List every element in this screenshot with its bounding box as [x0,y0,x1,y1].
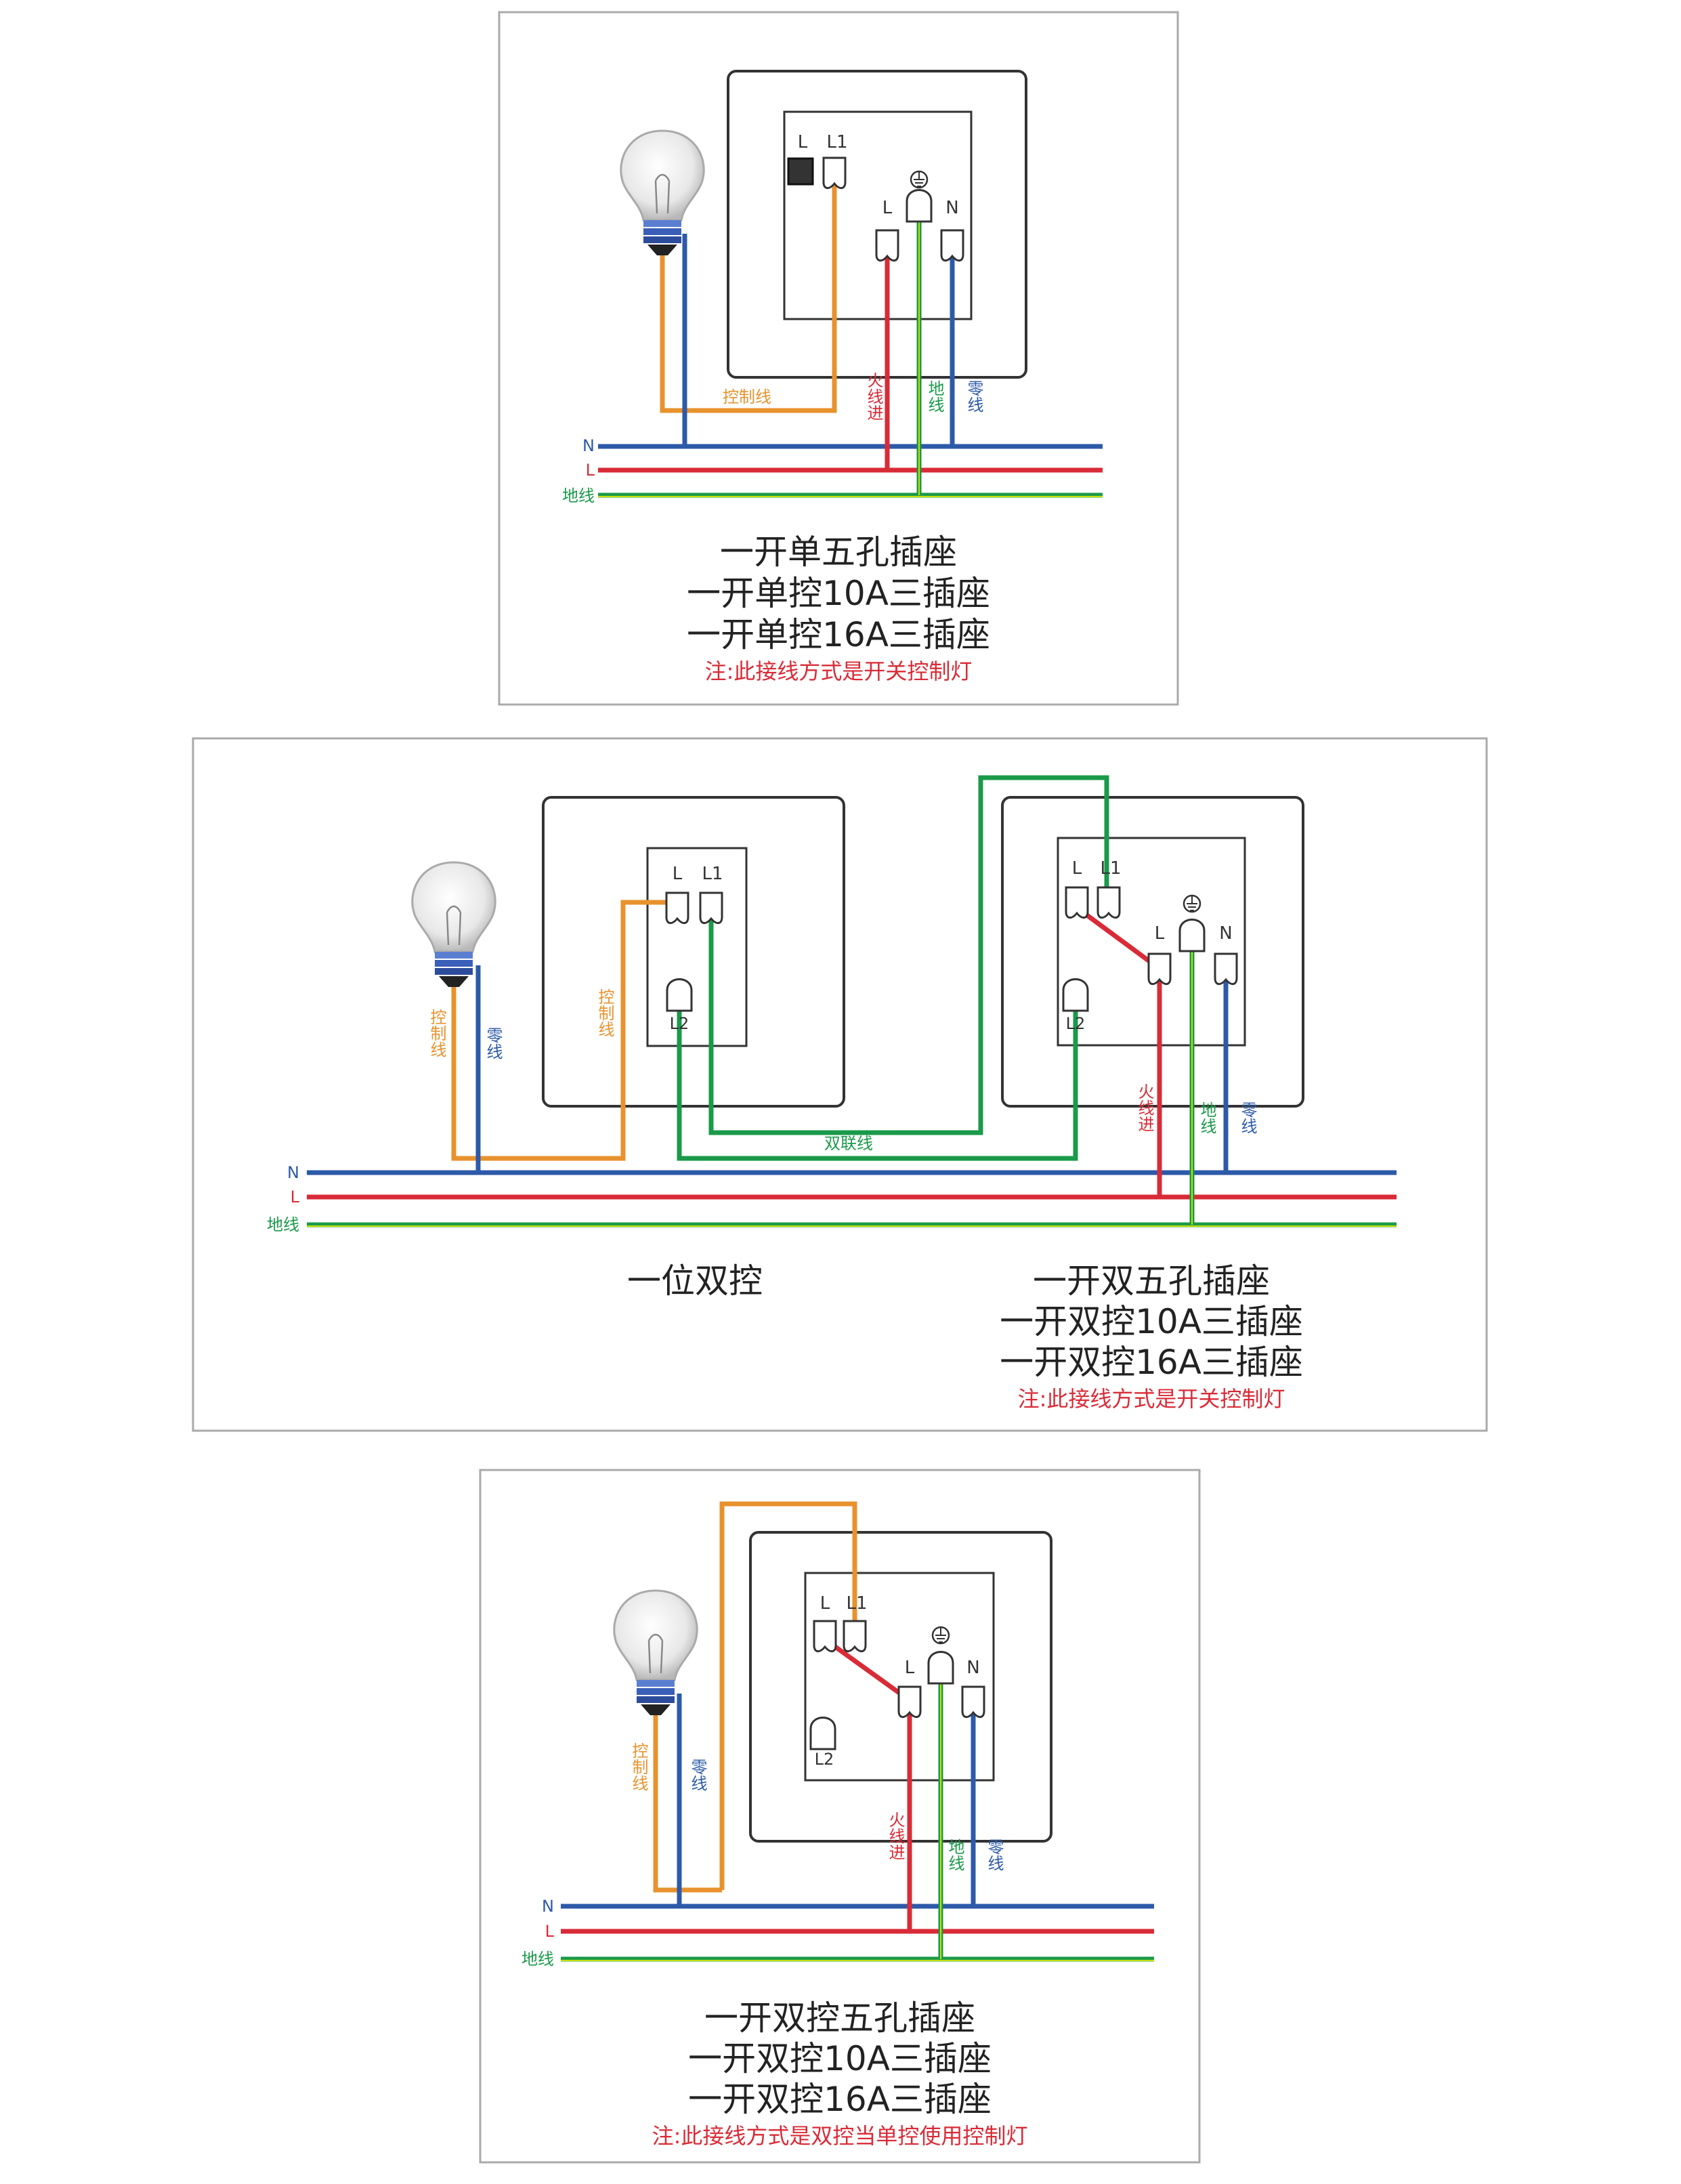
panel2-right-title-2: 一开双控10A三插座 [1000,1302,1303,1341]
panel2-note: 注:此接线方式是开关控制灯 [1018,1386,1285,1412]
panel2-label-neutral: 零线 [1238,1101,1257,1134]
panel1-socket-inner [783,110,973,320]
panel2-socket-terminal-live [1147,952,1172,986]
panel2-socket-label-L2: L2 [1066,1014,1086,1033]
panel2-control-wire [451,900,677,1161]
panel2-label-bulb-neutral: 零线 [484,1027,503,1059]
panel1-terminal-L1 [822,156,847,190]
panel3-bus-label-ground: 地线 [522,1950,554,1969]
panel2-socket-terminal-L1 [1097,886,1121,919]
panel2-socket-terminal-N [1214,952,1238,986]
panel1-terminal-N [940,229,964,262]
panel2-socket-label-L1: L1 [1100,858,1121,879]
panel2-label-control-2: 控制线 [595,988,614,1037]
panel2-interconnect-L2 [677,986,1078,1161]
panel1-label-L1: L1 [826,132,847,152]
panel2-socket-terminal-ground [1178,919,1206,952]
panel2-socket-label-N: N [1219,923,1232,944]
panel2-label-ground: 地线 [1197,1101,1216,1134]
panel3-label-live-in: 火线进 [886,1811,905,1860]
panel1-control-wire [660,176,837,413]
panel3-terminal-L2 [809,1717,836,1750]
panel3-title-1: 一开双控五孔插座 [704,1998,975,2038]
panel1-label-L: L [798,132,808,152]
panel3-title-3: 一开双控16A三插座 [688,2080,992,2119]
panel2-interconnect-L1 [708,775,1109,1135]
panel1-note: 注:此接线方式是开关控制灯 [705,658,973,684]
panel2-right-title-3: 一开双控16A三插座 [1000,1343,1303,1382]
panel3-label-ground: 地线 [945,1839,964,1871]
panel2-bus-label-ground: 地线 [267,1215,299,1234]
panel3-label-L: L [820,1593,830,1614]
panel2-socket-label-L: L [1072,858,1082,879]
panel2-bus-label-N: N [287,1163,299,1182]
panel3-note: 注:此接线方式是双控当单控使用控制灯 [652,2123,1028,2149]
panel3-label-neutral: 零线 [985,1839,1004,1871]
panel1-label-socket-L: L [882,198,893,218]
panel2-socket-terminal-L [1065,886,1089,919]
panel3-bus-label-N: N [542,1897,554,1916]
panel1-title-1: 一开单五孔插座 [720,532,957,572]
panel3-label-live: L [905,1658,915,1678]
panel2-switch-terminal-L [665,891,689,925]
panel3-label-bulb-neutral: 零线 [688,1759,707,1791]
panel2-switch-label-L2: L2 [670,1014,689,1033]
panel1-terminal-ground [906,189,933,223]
panel3-control-wire [719,1501,857,1890]
panel1-label-ground: 地线 [925,380,944,413]
panel3-label-control: 控制线 [629,1742,648,1791]
panel3-label-L1: L1 [846,1593,867,1614]
panel3-bus-label-L: L [545,1922,555,1941]
panel2-switch-terminal-L2 [666,978,693,1012]
panel1-label-socket-N: N [945,198,958,218]
panel1-title-3: 一开单控16A三插座 [687,615,990,654]
panel1-label-neutral: 零线 [964,380,983,413]
panel2-left-title: 一位双控 [627,1261,763,1301]
panel3-terminal-live [897,1685,922,1719]
panel2-bus-label-L: L [291,1188,300,1206]
panel2-switch-label-L1: L1 [702,864,723,884]
panel3-label-N: N [966,1658,979,1678]
panel1-label-control: 控制线 [723,387,771,406]
panel2-switch-label-L: L [673,864,683,884]
panel3-title-2: 一开双控10A三插座 [688,2039,992,2078]
panel2-right-title-1: 一开双五孔插座 [1033,1261,1270,1301]
panel2-switch-terminal-L1 [699,891,723,925]
panel2-socket-terminal-L2 [1062,978,1089,1012]
panel2-socket-inner [1057,837,1246,1047]
panel3-terminal-L [813,1620,837,1653]
panel1-title-2: 一开单控10A三插座 [687,574,990,613]
panel1-terminal-L [875,229,899,262]
panel1-bus-label-L: L [586,461,595,480]
panel3-terminal-L1 [843,1620,867,1653]
panel1-label-live-in: 火线进 [864,372,883,421]
panel3-terminal-N [961,1685,985,1719]
panel1-bus-label-N: N [582,436,595,455]
panel2-socket-label-live: L [1155,923,1165,944]
panel2-switch-inner [646,847,748,1047]
panel1-terminal-L [787,157,814,186]
panel2-label-control: 控制线 [427,1009,446,1057]
panel3-terminal-ground [927,1651,954,1685]
panel3-label-L2: L2 [815,1750,834,1769]
panel1-bus-label-ground: 地线 [562,486,595,505]
panel2-label-interconnect: 双联线 [824,1134,873,1153]
panel3-socket-inner [804,1572,995,1782]
panel2-label-live-in: 火线进 [1135,1083,1154,1132]
